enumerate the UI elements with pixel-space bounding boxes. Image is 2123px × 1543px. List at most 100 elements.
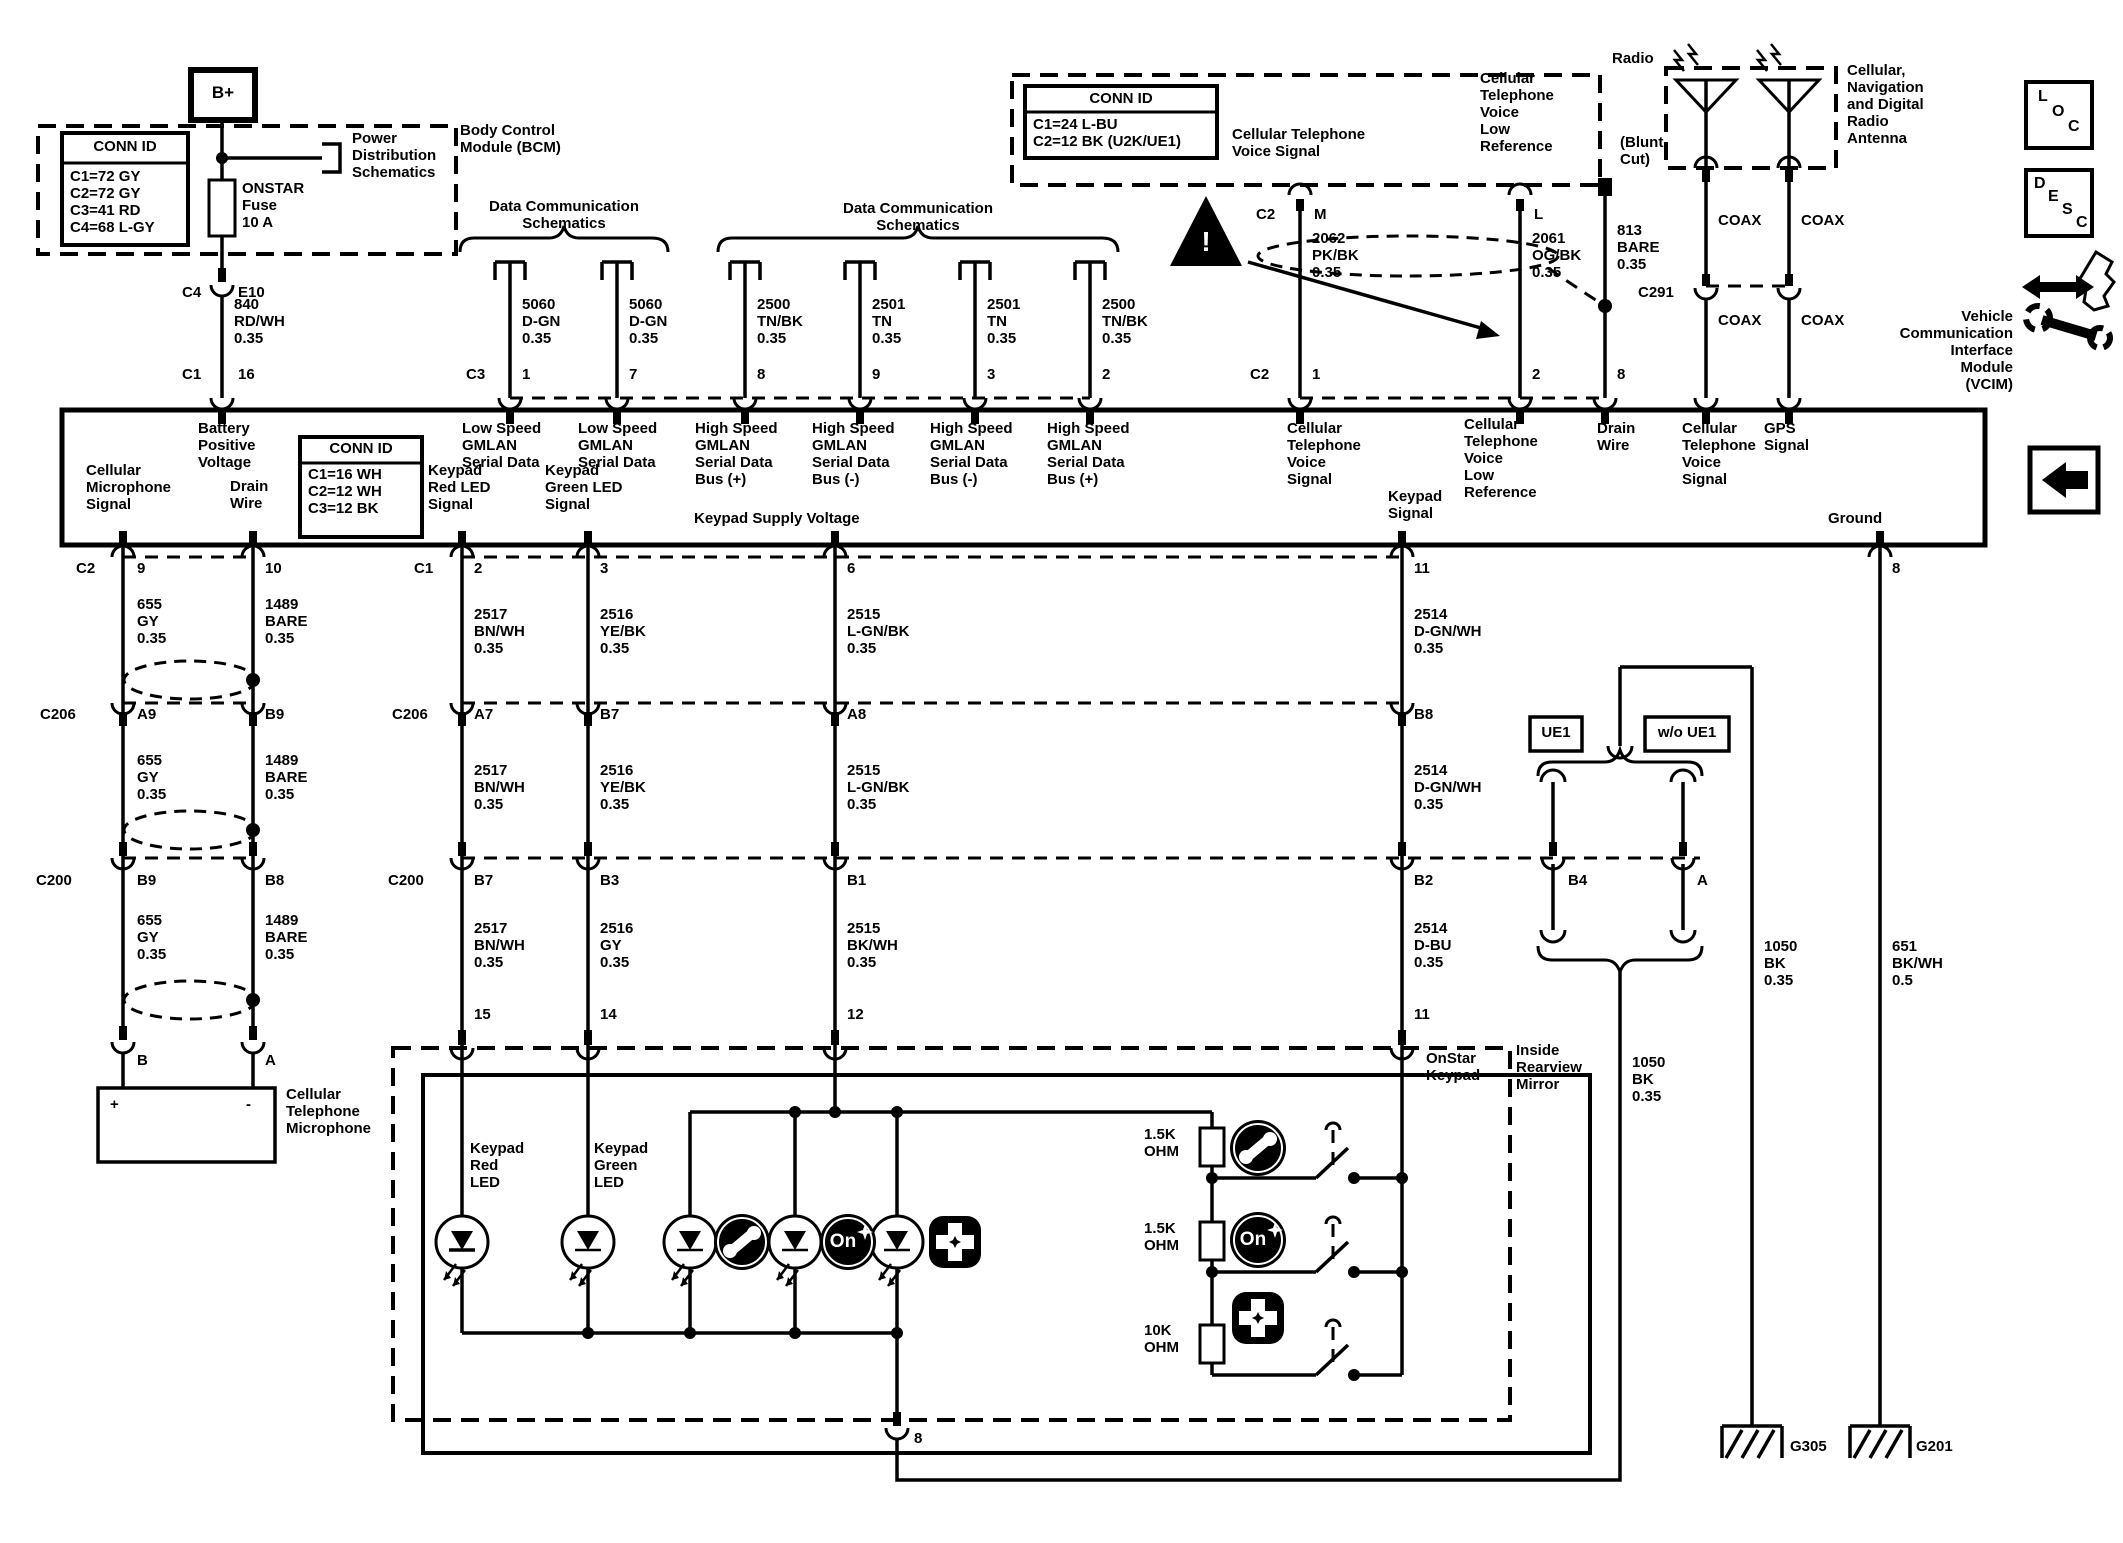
keypad-pin-15: 15 bbox=[474, 1006, 491, 1023]
bcm-label: Body Control Module (BCM) bbox=[460, 122, 561, 157]
vcim-lsgmlan-2: Low Speed GMLAN Serial Data bbox=[578, 420, 658, 472]
wire-1489-1: 1489 BARE 0.35 bbox=[265, 596, 308, 648]
wire-2515-1: 2515 L-GN/BK 0.35 bbox=[847, 606, 910, 658]
vcim-drain-2: Drain Wire bbox=[230, 478, 269, 513]
vcim-green-led: Keypad Green LED Signal bbox=[545, 462, 623, 514]
wire-2515-3: 2515 BK/WH 0.35 bbox=[847, 920, 898, 972]
pin-16: 16 bbox=[238, 366, 255, 383]
vcim-voice-signal-2: Cellular Telephone Voice Signal bbox=[1682, 420, 1756, 489]
pin-a8: A8 bbox=[847, 706, 867, 723]
vcim-voice-signal: Cellular Telephone Voice Signal bbox=[1287, 420, 1361, 489]
mic-pin-a: A bbox=[265, 1052, 276, 1069]
coax-label-3: COAX bbox=[1718, 312, 1762, 329]
vcim-box bbox=[59, 407, 1988, 548]
mic-pin-b: B bbox=[137, 1052, 148, 1069]
keypad-pin-12: 12 bbox=[847, 1006, 864, 1023]
fuse-symbol bbox=[207, 178, 237, 238]
row0-pin-10: 10 bbox=[265, 560, 282, 577]
wire-2514-2: 2514 D-GN/WH 0.35 bbox=[1414, 762, 1482, 814]
voice-pin-2: 2 bbox=[1532, 366, 1541, 383]
dc-pin-8: 8 bbox=[757, 366, 766, 383]
ground-g305-label: G305 bbox=[1790, 1438, 1827, 1455]
dc-pin-1: 1 bbox=[522, 366, 531, 383]
vcim-hsgmlan-2: High Speed GMLAN Serial Data Bus (-) bbox=[812, 420, 895, 489]
conn-c206-mid: C206 bbox=[392, 706, 428, 723]
power-dist-ref-label: Power Distribution Schematics bbox=[352, 130, 437, 182]
vcim-hsgmlan-4: High Speed GMLAN Serial Data Bus (+) bbox=[1047, 420, 1130, 489]
resistor-1 bbox=[1198, 1126, 1226, 1168]
solid-boxes bbox=[59, 67, 2101, 1455]
antenna-icons bbox=[1672, 43, 1823, 115]
vcim-hsgmlan-1: High Speed GMLAN Serial Data Bus (+) bbox=[695, 420, 778, 489]
conn-c1: C1 bbox=[182, 366, 202, 383]
wire-651: 651 BK/WH 0.5 bbox=[1892, 938, 1943, 990]
pin-b7-2: B7 bbox=[474, 872, 494, 889]
mic-minus: - bbox=[246, 1096, 251, 1113]
pin-a: A bbox=[1697, 872, 1708, 889]
connector-cups bbox=[110, 155, 1893, 1441]
shield-ellipses bbox=[122, 234, 1560, 1021]
ue1-option-box bbox=[1528, 715, 1584, 753]
wire-2516-2: 2516 YE/BK 0.35 bbox=[600, 762, 646, 814]
power-dist-box bbox=[36, 124, 458, 256]
pin-b7: B7 bbox=[600, 706, 620, 723]
wire-1489-3: 1489 BARE 0.35 bbox=[265, 912, 308, 964]
vcim-gps: GPS Signal bbox=[1764, 420, 1810, 455]
conn-c2-upper: C2 bbox=[1256, 206, 1276, 223]
onstar-keypad-label: OnStar Keypad bbox=[1426, 1050, 1481, 1085]
keypad-ground-pin-8: 8 bbox=[914, 1430, 923, 1447]
resistor-1-label: 1.5K OHM bbox=[1144, 1126, 1179, 1161]
pin-m: M bbox=[1314, 206, 1327, 223]
phone-button-icon bbox=[714, 1120, 1286, 1270]
blunt-cut-label: (Blunt Cut) bbox=[1620, 134, 1664, 169]
row0-pin-6: 6 bbox=[847, 560, 856, 577]
ue1-label: UE1 bbox=[1541, 724, 1571, 741]
braces bbox=[458, 225, 1704, 977]
wire-2516-1: 2516 YE/BK 0.35 bbox=[600, 606, 646, 658]
row0-pin-8-ground: 8 bbox=[1892, 560, 1901, 577]
pin-e10: E10 bbox=[238, 284, 265, 301]
wire-2501-2: 2501 TN 0.35 bbox=[987, 296, 1021, 348]
wire-5060-2: 5060 D-GN 0.35 bbox=[629, 296, 668, 348]
wire-1489-2: 1489 BARE 0.35 bbox=[265, 752, 308, 804]
pin-b8-2: B8 bbox=[265, 872, 285, 889]
wire-655-3: 655 GY 0.35 bbox=[137, 912, 167, 964]
pin-a7: A7 bbox=[474, 706, 494, 723]
fuse-label: ONSTAR Fuse 10 A bbox=[242, 180, 305, 232]
wire-2517-1: 2517 BN/WH 0.35 bbox=[474, 606, 525, 658]
resistor-2-label: 1.5K OHM bbox=[1144, 1220, 1179, 1255]
wire-840: 840 RD/WH 0.35 bbox=[234, 296, 285, 348]
pin-b8: B8 bbox=[1414, 706, 1434, 723]
wires bbox=[121, 80, 1882, 1482]
conn-id-rows-3: C1=16 WH C2=12 WH C3=12 BK bbox=[308, 466, 382, 518]
resistor-3-label: 10K OHM bbox=[1144, 1322, 1179, 1357]
conn-c2-lower: C2 bbox=[1250, 366, 1270, 383]
pin-a9: A9 bbox=[137, 706, 157, 723]
ground-g201-label: G201 bbox=[1916, 1438, 1953, 1455]
antenna-box bbox=[1664, 66, 1838, 170]
wo-ue1-label: w/o UE1 bbox=[1657, 724, 1717, 741]
radio-low-ref-label: Cellular Telephone Voice Low Reference bbox=[1480, 70, 1554, 156]
vcim-ground: Ground bbox=[1828, 510, 1883, 527]
radio-label: Radio bbox=[1612, 50, 1654, 67]
desc-icon-letter-e: E bbox=[2048, 188, 2059, 205]
voice-pin-1: 1 bbox=[1312, 366, 1321, 383]
pin-c4: C4 bbox=[182, 284, 202, 301]
wire-2514-1: 2514 D-GN/WH 0.35 bbox=[1414, 606, 1482, 658]
emergency-button-icon bbox=[929, 1216, 1284, 1344]
onstar-button-icon bbox=[820, 1212, 1286, 1270]
desc-icon-letter-d: D bbox=[2034, 175, 2046, 192]
row0-pin-3: 3 bbox=[600, 560, 609, 577]
conn-id-title-1: CONN ID bbox=[93, 138, 157, 155]
conn-id-rows-2: C1=24 L-BU C2=12 BK (U2K/UE1) bbox=[1033, 116, 1181, 151]
conn-id-title-3: CONN ID bbox=[329, 440, 393, 457]
wire-2517-3: 2517 BN/WH 0.35 bbox=[474, 920, 525, 972]
dc-pin-3: 3 bbox=[987, 366, 996, 383]
desc-icon-letter-s: S bbox=[2062, 201, 2073, 218]
vcim-lsgmlan-1: Low Speed GMLAN Serial Data bbox=[462, 420, 542, 472]
dc-pin-9: 9 bbox=[872, 366, 881, 383]
warning-exclamation: ! bbox=[1201, 226, 1211, 257]
wire-655-1: 655 GY 0.35 bbox=[137, 596, 167, 648]
row0-pin-9: 9 bbox=[137, 560, 146, 577]
wire-2515-2: 2515 L-GN/BK 0.35 bbox=[847, 762, 910, 814]
